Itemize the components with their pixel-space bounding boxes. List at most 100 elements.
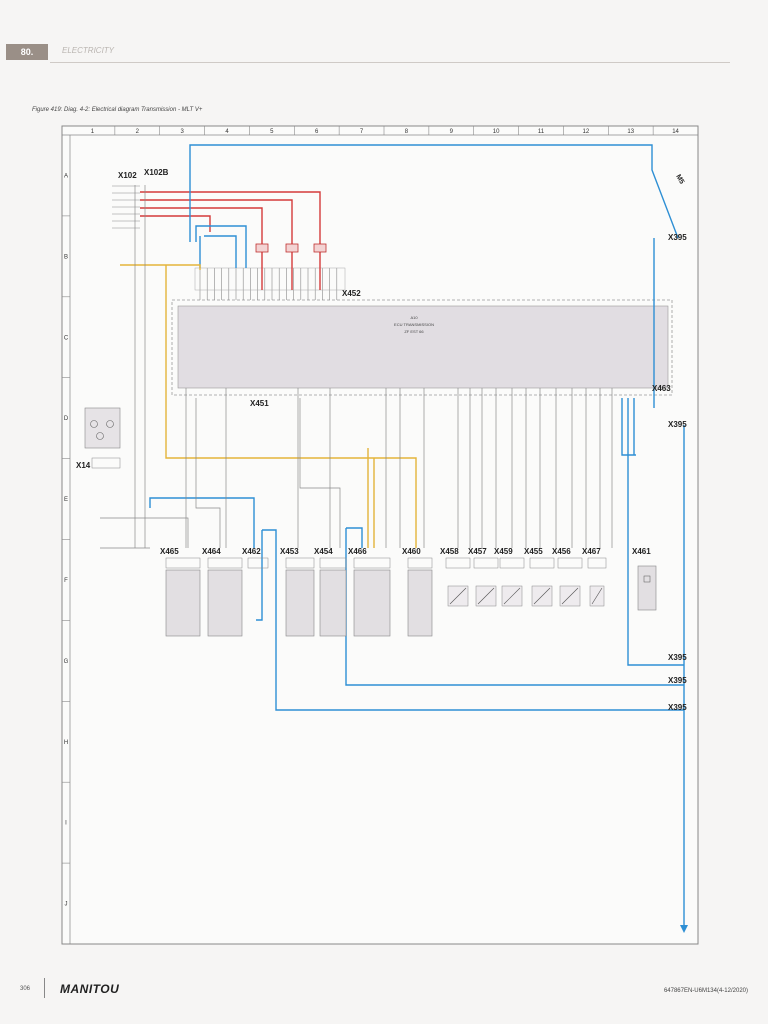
signal-wires — [185, 388, 613, 548]
solenoid-coil — [477, 587, 495, 605]
row-label: C — [64, 335, 69, 341]
column-label: 11 — [538, 129, 545, 135]
connector-x465: X465 — [160, 547, 179, 556]
connector-x451: X451 — [250, 399, 269, 408]
column-label: 13 — [627, 129, 634, 135]
solenoid-coil — [591, 587, 603, 605]
yellow-wires — [120, 264, 417, 548]
connector-x395-5: X395 — [668, 703, 687, 712]
connector-body — [285, 557, 315, 569]
figure-caption: Figure 419: Diag. 4-2: Electrical diagra… — [32, 107, 203, 113]
ecu-body — [177, 305, 669, 389]
x14-pins — [91, 457, 121, 469]
connector-x464: X464 — [202, 547, 221, 556]
section-title: ELECTRICITY — [62, 46, 115, 55]
solenoid-coil — [503, 587, 521, 605]
sensor-module — [285, 569, 315, 637]
ecu-outline — [171, 299, 673, 396]
connector-body — [319, 557, 347, 569]
blue-arrow-end — [680, 925, 688, 933]
connector-x458: X458 — [440, 547, 459, 556]
connector-body — [207, 557, 243, 569]
misc-wires — [100, 185, 341, 549]
row-label: G — [64, 659, 69, 665]
connector-x459: X459 — [494, 547, 513, 556]
connector-body — [247, 557, 269, 569]
diagram-frame — [61, 125, 699, 945]
connector-x102: X102 — [118, 171, 137, 180]
document-reference: 647867EN-U6M134(4-12/2020) — [663, 988, 748, 994]
connector-x456: X456 — [552, 547, 571, 556]
column-label: 2 — [136, 129, 140, 135]
connector-x462: X462 — [242, 547, 261, 556]
row-label: B — [64, 254, 68, 260]
connector-x457: X457 — [468, 547, 487, 556]
connector-body — [557, 557, 583, 569]
column-label: 5 — [270, 129, 274, 135]
connector-x395-4: X395 — [668, 676, 687, 685]
ecu-label-3: ZF EST 66 — [404, 329, 424, 334]
column-label: 10 — [493, 129, 500, 135]
x452-pin-strip — [194, 267, 346, 291]
connector-x102b: X102B — [144, 168, 169, 177]
brand-logo: MANITOU — [60, 982, 120, 996]
connector-body — [587, 557, 607, 569]
row-label: J — [65, 902, 68, 908]
ecu-label-2: ECU TRANSMISSION — [394, 322, 434, 327]
connector-body — [407, 557, 433, 569]
column-label: 6 — [315, 129, 319, 135]
solenoid-coil — [449, 587, 467, 605]
connector-body — [353, 557, 391, 569]
connector-body — [529, 557, 555, 569]
column-label: 1 — [91, 129, 95, 135]
column-label: 7 — [360, 129, 364, 135]
connector-x467: X467 — [582, 547, 601, 556]
column-label: 14 — [672, 129, 679, 135]
connector-x395-3: X395 — [668, 653, 687, 662]
ecu-label-1: A10 — [410, 315, 418, 320]
connector-x453: X453 — [280, 547, 299, 556]
top-pin-wires — [199, 268, 338, 300]
column-label: 3 — [180, 129, 184, 135]
connector-x452: X452 — [342, 289, 361, 298]
sensor-module — [319, 569, 347, 637]
connector-body — [499, 557, 525, 569]
x461-sensor — [637, 565, 657, 611]
connector-x395-2: X395 — [668, 420, 687, 429]
connector-x14: X14 — [76, 461, 91, 470]
row-label: H — [64, 740, 68, 746]
solenoid-coil — [561, 587, 579, 605]
connector-m5: M5 — [674, 174, 685, 186]
page-number: 306 — [20, 986, 31, 992]
connector-x463: X463 — [652, 384, 671, 393]
column-label: 8 — [405, 129, 409, 135]
red-wires — [140, 191, 321, 290]
x102-pin-labels — [112, 185, 140, 229]
row-label: E — [64, 497, 68, 503]
connector-x455: X455 — [524, 547, 543, 556]
row-label: F — [64, 578, 68, 584]
connector-x395-1: X395 — [668, 233, 687, 242]
blue-wires — [149, 144, 685, 930]
connector-body — [165, 557, 201, 569]
column-label: 9 — [450, 129, 454, 135]
sensor-module — [407, 569, 433, 637]
connector-x461: X461 — [632, 547, 651, 556]
page-section-chip: 80. — [6, 44, 48, 60]
row-label: A — [64, 173, 68, 179]
connector-x466: X466 — [348, 547, 367, 556]
sensor-module — [165, 569, 201, 637]
column-label: 12 — [583, 129, 590, 135]
sensor-module — [207, 569, 243, 637]
sensor-module — [353, 569, 391, 637]
connector-body — [445, 557, 471, 569]
footer-separator — [44, 978, 45, 998]
connector-x460: X460 — [402, 547, 421, 556]
header-rule — [50, 62, 730, 63]
navigator-module — [84, 407, 121, 449]
